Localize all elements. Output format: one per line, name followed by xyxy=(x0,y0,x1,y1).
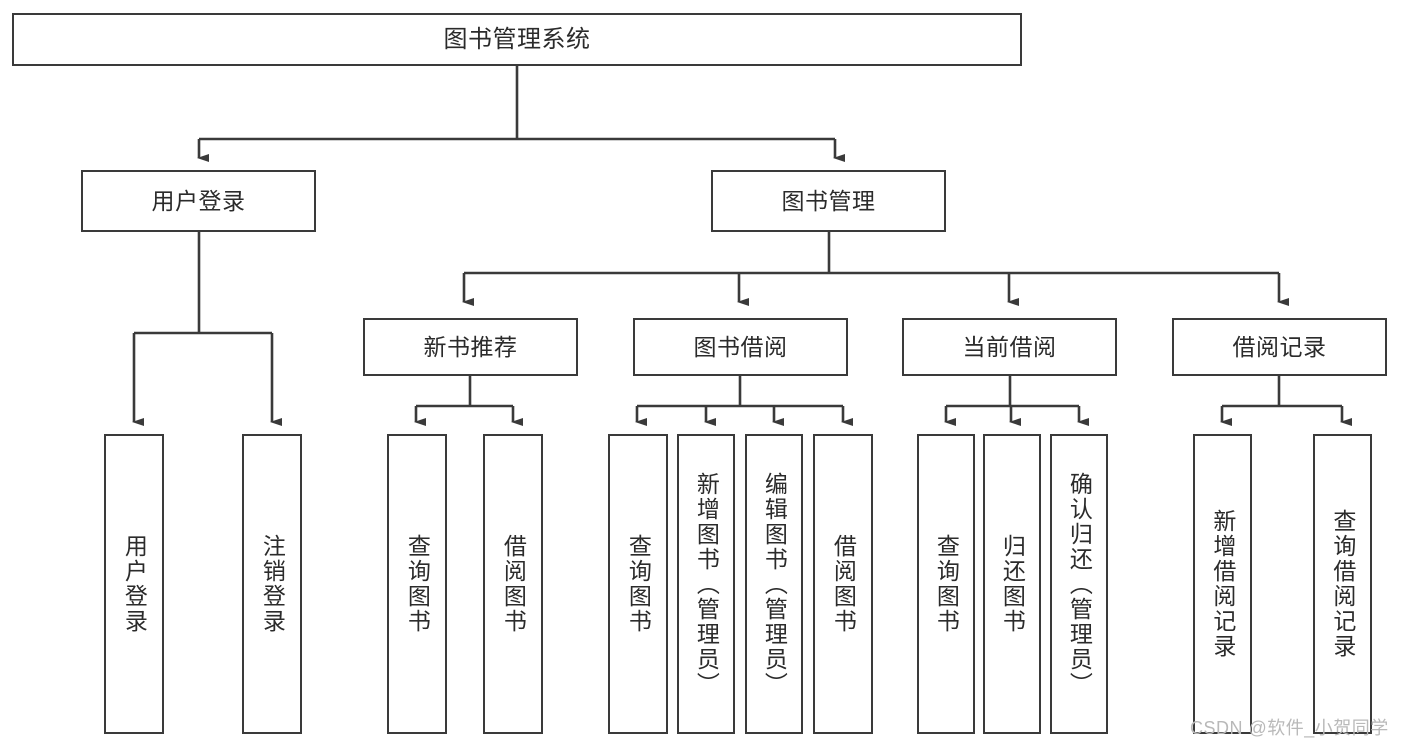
leaf-query-book-borrow-label: 查询图书 xyxy=(625,534,652,634)
node-new-book-recommend[interactable]: 新书推荐 xyxy=(363,318,578,376)
node-book-management[interactable]: 图书管理 xyxy=(711,170,946,232)
node-borrow-records[interactable]: 借阅记录 xyxy=(1172,318,1387,376)
node-user-login[interactable]: 用户登录 xyxy=(81,170,316,232)
leaf-borrow-book-recommend[interactable]: 借阅图书 xyxy=(483,434,543,734)
leaf-borrow-book-recommend-label: 借阅图书 xyxy=(500,534,527,634)
node-new-book-recommend-label: 新书推荐 xyxy=(423,333,518,360)
leaf-confirm-return-admin-label: 确认归还（管理员） xyxy=(1066,471,1093,697)
leaf-query-book-borrow[interactable]: 查询图书 xyxy=(608,434,668,734)
leaf-add-book-admin[interactable]: 新增图书（管理员） xyxy=(677,434,735,734)
leaf-query-borrow-record[interactable]: 查询借阅记录 xyxy=(1313,434,1372,734)
leaf-return-book[interactable]: 归还图书 xyxy=(983,434,1041,734)
node-root[interactable]: 图书管理系统 xyxy=(12,13,1022,66)
leaf-query-book-recommend-label: 查询图书 xyxy=(404,534,431,634)
leaf-query-borrow-record-label: 查询借阅记录 xyxy=(1329,509,1356,659)
node-user-login-label: 用户登录 xyxy=(151,187,246,214)
leaf-query-book-recommend[interactable]: 查询图书 xyxy=(387,434,447,734)
leaf-return-book-label: 归还图书 xyxy=(999,534,1026,634)
node-book-management-label: 图书管理 xyxy=(781,187,876,214)
watermark: CSDN @软件_小贺同学 xyxy=(1190,718,1389,738)
leaf-add-book-admin-label: 新增图书（管理员） xyxy=(693,471,720,697)
leaf-user-login-label: 用户登录 xyxy=(121,534,148,634)
leaf-query-book-current[interactable]: 查询图书 xyxy=(917,434,975,734)
leaf-borrow-book-label: 借阅图书 xyxy=(830,534,857,634)
node-current-borrow[interactable]: 当前借阅 xyxy=(902,318,1117,376)
leaf-edit-book-admin[interactable]: 编辑图书（管理员） xyxy=(745,434,803,734)
leaf-borrow-book[interactable]: 借阅图书 xyxy=(813,434,873,734)
leaf-confirm-return-admin[interactable]: 确认归还（管理员） xyxy=(1050,434,1108,734)
node-book-borrow[interactable]: 图书借阅 xyxy=(633,318,848,376)
leaf-user-login[interactable]: 用户登录 xyxy=(104,434,164,734)
node-borrow-records-label: 借阅记录 xyxy=(1232,333,1327,360)
node-root-label: 图书管理系统 xyxy=(443,25,591,53)
node-current-borrow-label: 当前借阅 xyxy=(962,333,1057,360)
leaf-add-borrow-record[interactable]: 新增借阅记录 xyxy=(1193,434,1252,734)
node-book-borrow-label: 图书借阅 xyxy=(693,333,788,360)
leaf-query-book-current-label: 查询图书 xyxy=(933,534,960,634)
leaf-add-borrow-record-label: 新增借阅记录 xyxy=(1209,509,1236,659)
leaf-logout[interactable]: 注销登录 xyxy=(242,434,302,734)
leaf-logout-label: 注销登录 xyxy=(259,534,286,634)
leaf-edit-book-admin-label: 编辑图书（管理员） xyxy=(761,471,788,697)
